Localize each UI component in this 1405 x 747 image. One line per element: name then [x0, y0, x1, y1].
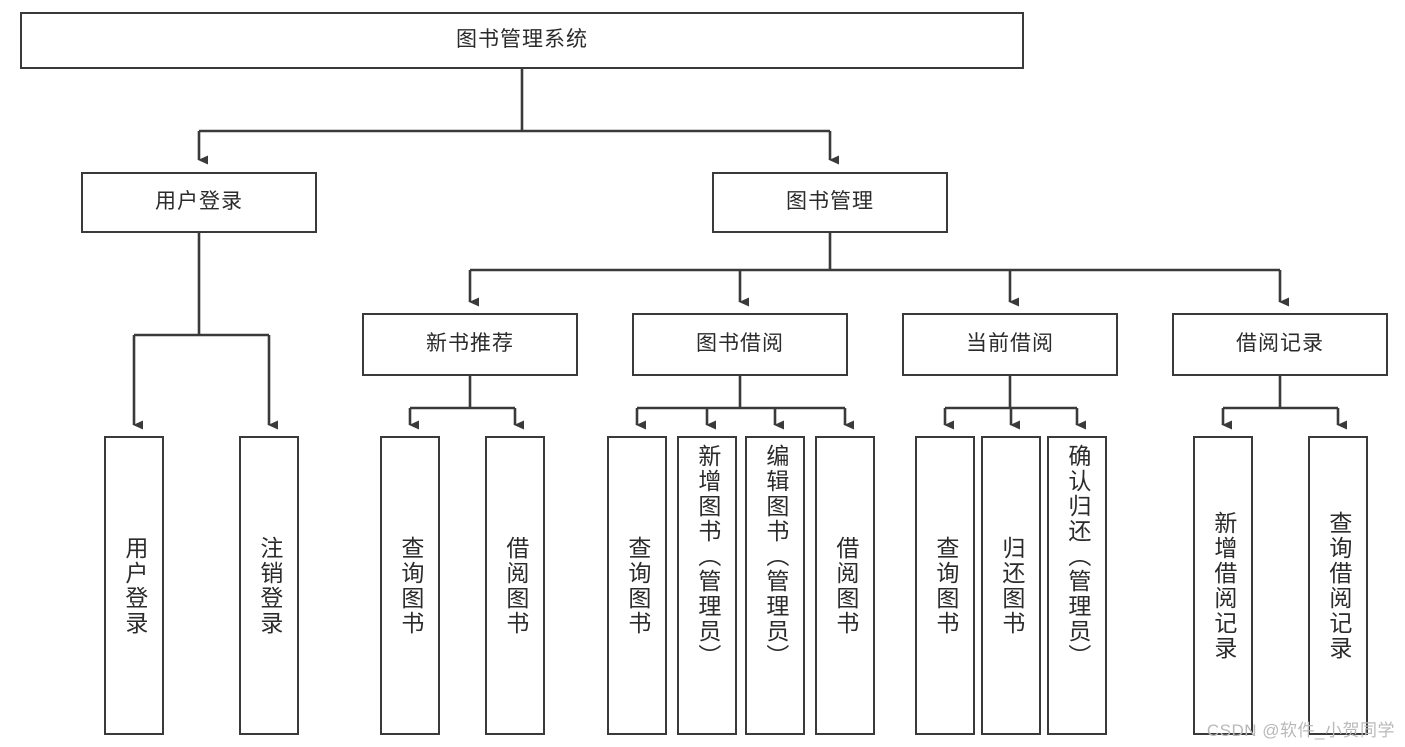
- node-book-management[interactable]: 图书管理: [712, 172, 948, 233]
- node-label: 编辑图书（管理员）: [762, 444, 789, 669]
- leaf-records-add-record[interactable]: 新增借阅记录: [1193, 436, 1253, 735]
- node-label: 查询借阅记录: [1325, 510, 1352, 661]
- node-label: 查询图书: [397, 535, 424, 636]
- leaf-borrow-query-book[interactable]: 查询图书: [607, 436, 667, 735]
- leaf-borrow-edit-book-admin[interactable]: 编辑图书（管理员）: [745, 436, 805, 735]
- watermark-text: CSDN @软件_小贺同学: [1206, 721, 1395, 740]
- leaf-recommend-borrow-book[interactable]: 借阅图书: [485, 436, 545, 735]
- leaf-user-login-signout[interactable]: 注销登录: [239, 436, 299, 735]
- node-label: 用户登录: [155, 190, 243, 214]
- leaf-current-confirm-return-admin[interactable]: 确认归还（管理员）: [1047, 436, 1107, 735]
- node-label: 新书推荐: [426, 332, 514, 356]
- leaf-records-query-record[interactable]: 查询借阅记录: [1308, 436, 1368, 735]
- leaf-current-query-book[interactable]: 查询图书: [915, 436, 975, 735]
- node-label: 图书管理系统: [456, 28, 588, 52]
- node-current-borrow[interactable]: 当前借阅: [902, 313, 1118, 376]
- node-label: 借阅记录: [1236, 332, 1324, 356]
- node-label: 确认归还（管理员）: [1064, 444, 1091, 669]
- node-label: 注销登录: [256, 535, 283, 636]
- node-label: 当前借阅: [966, 332, 1054, 356]
- node-borrow-records[interactable]: 借阅记录: [1172, 313, 1388, 376]
- leaf-borrow-add-book-admin[interactable]: 新增图书（管理员）: [677, 436, 737, 735]
- node-label: 图书管理: [786, 190, 874, 214]
- leaf-current-return-book[interactable]: 归还图书: [981, 436, 1041, 735]
- node-label: 借阅图书: [832, 535, 859, 636]
- node-label: 借阅图书: [502, 535, 529, 636]
- node-root-system[interactable]: 图书管理系统: [20, 12, 1024, 69]
- node-label: 查询图书: [624, 535, 651, 636]
- leaf-borrow-borrow-book[interactable]: 借阅图书: [815, 436, 875, 735]
- node-new-book-recommend[interactable]: 新书推荐: [362, 313, 578, 376]
- leaf-recommend-query-book[interactable]: 查询图书: [380, 436, 440, 735]
- node-label: 用户登录: [121, 535, 148, 636]
- node-book-borrow[interactable]: 图书借阅: [632, 313, 848, 376]
- node-user-login[interactable]: 用户登录: [81, 172, 317, 233]
- node-label: 图书借阅: [696, 332, 784, 356]
- node-label: 新增借阅记录: [1210, 510, 1237, 661]
- node-label: 查询图书: [932, 535, 959, 636]
- node-label: 新增图书（管理员）: [694, 444, 721, 669]
- leaf-user-login-signin[interactable]: 用户登录: [104, 436, 164, 735]
- node-label: 归还图书: [998, 535, 1025, 636]
